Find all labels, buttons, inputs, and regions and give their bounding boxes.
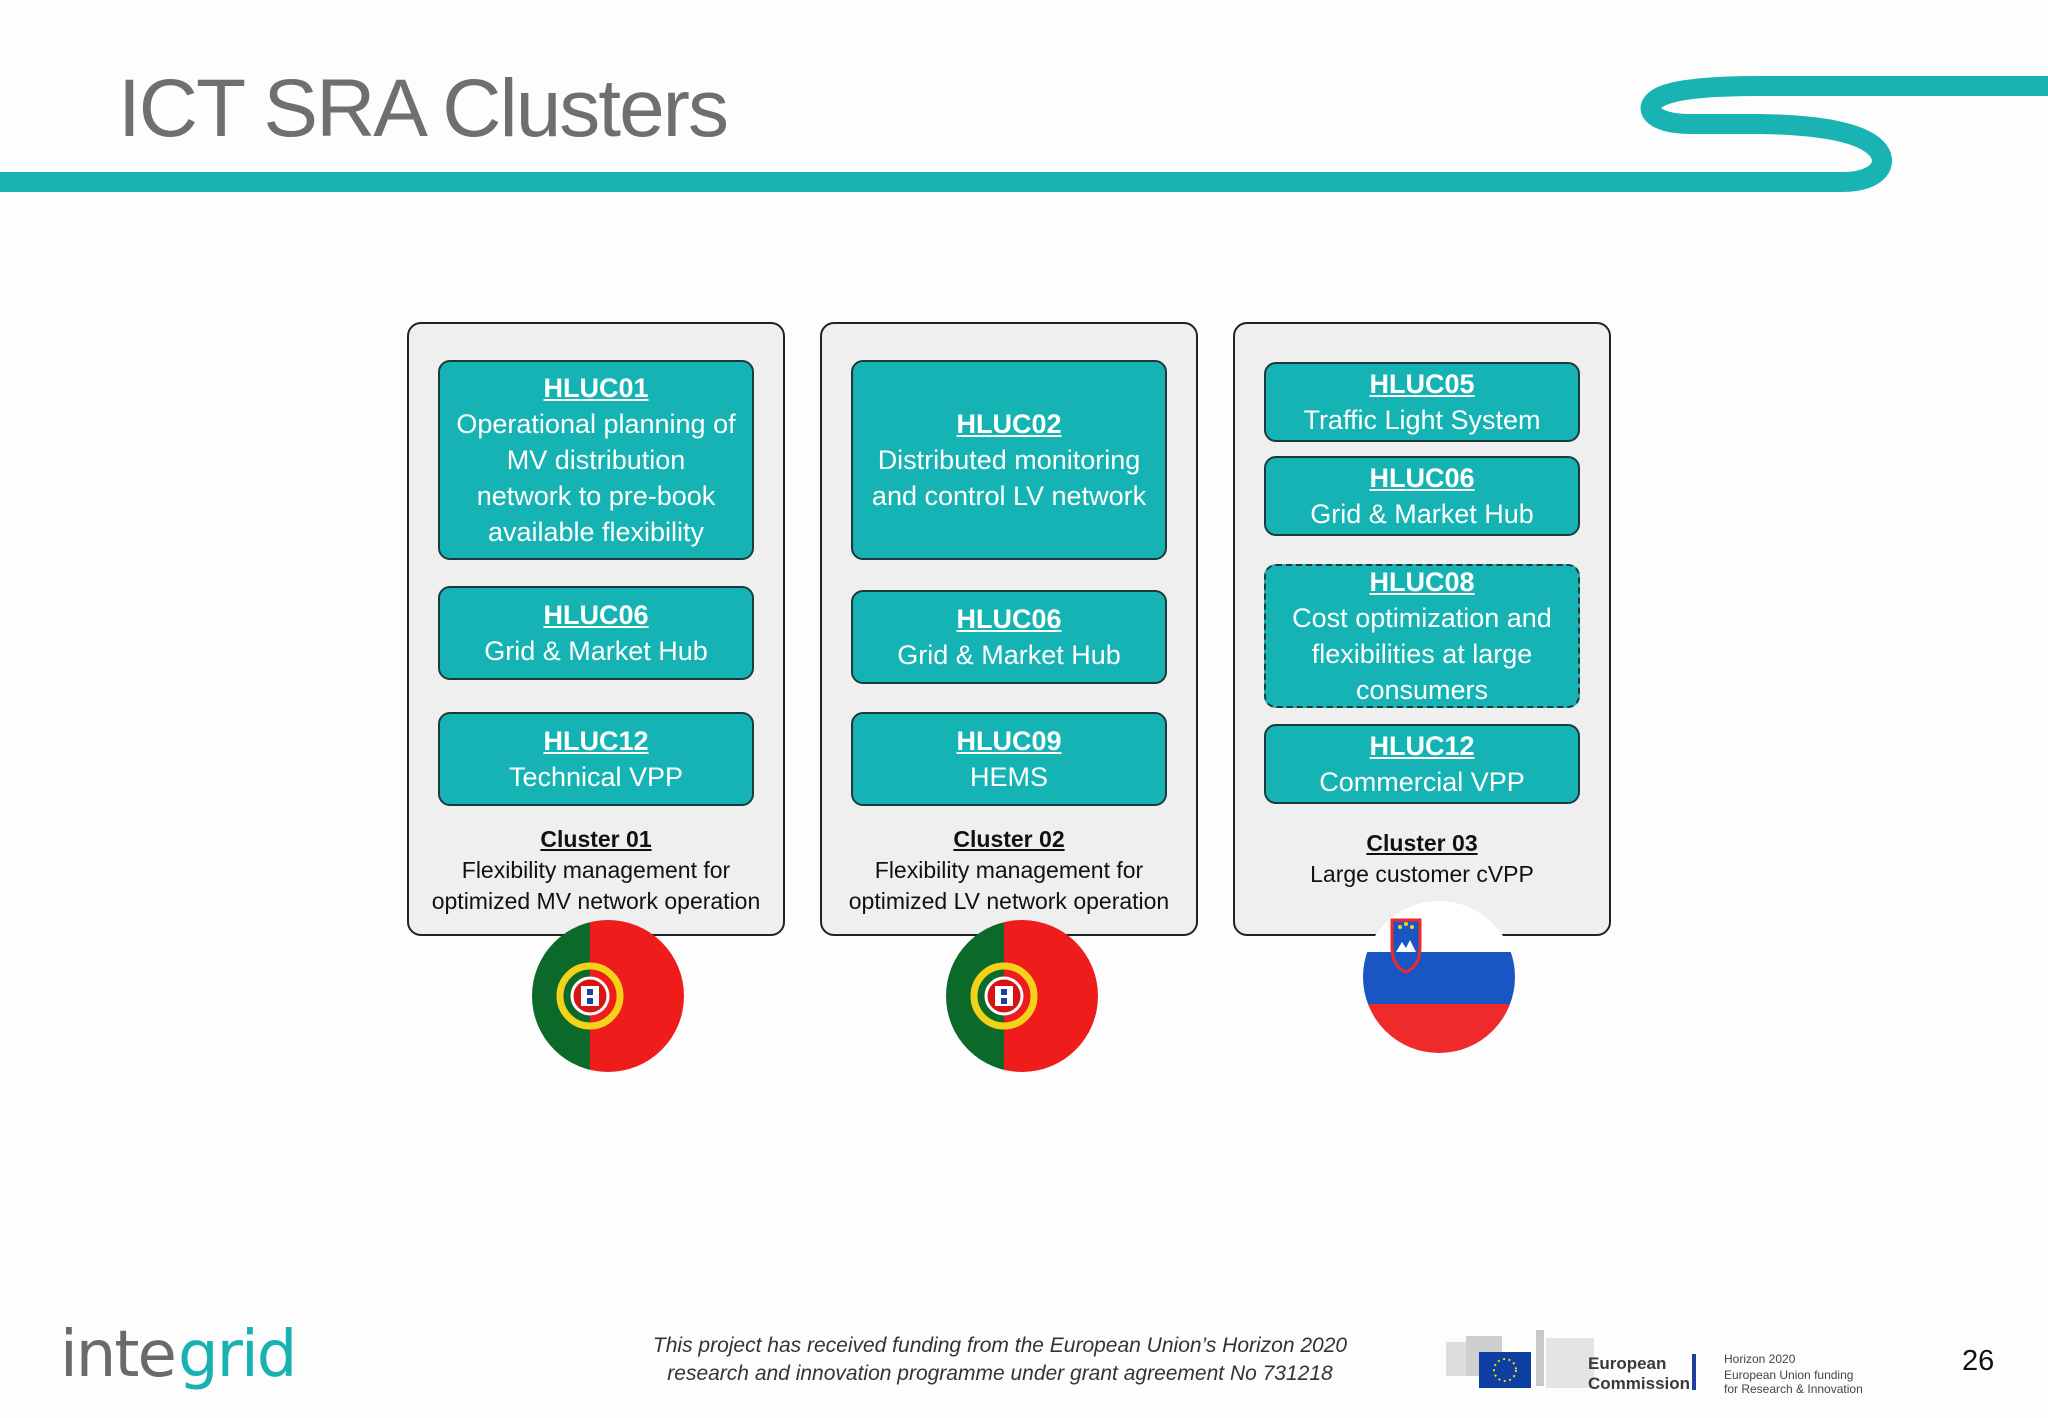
hluc06-box: HLUC06 Grid & Market Hub [438,586,754,680]
cluster-description: optimized MV network operation [431,888,761,914]
use-case-desc: Grid & Market Hub [1310,499,1534,529]
use-case-desc: flexibilities at large [1311,639,1533,669]
use-case-desc: Grid & Market Hub [484,636,708,666]
cluster-02-info: Cluster 02 Flexibility management for op… [822,824,1196,917]
funding-statement: This project has received funding from t… [460,1332,1540,1388]
use-case-code: HLUC12 [1369,731,1475,761]
cluster-description: Flexibility management for [461,857,731,883]
portugal-flag-icon [532,920,684,1072]
use-case-desc: consumers [1355,675,1489,705]
svg-text:inte: inte [60,1318,175,1392]
hluc01-box: HLUC01 Operational planning of MV distri… [438,360,754,560]
use-case-desc: HEMS [969,762,1048,792]
use-case-code: HLUC01 [543,373,649,403]
use-case-code: HLUC08 [1369,567,1475,597]
use-case-desc: network to pre-book [476,481,716,511]
cluster-name: Cluster 02 [953,826,1065,852]
use-case-desc: Cost optimization and [1292,603,1552,633]
ec-text-1: European [1588,1354,1666,1373]
hluc06-box: HLUC06 Grid & Market Hub [1264,456,1580,536]
use-case-desc: Commercial VPP [1319,767,1525,797]
integrid-logo: inte grid [60,1318,297,1392]
hluc08-box: HLUC08 Cost optimization and flexibiliti… [1264,564,1580,708]
hluc02-box: HLUC02 Distributed monitoring and contro… [851,360,1167,560]
use-case-desc: Traffic Light System [1303,405,1541,435]
cluster-description: Flexibility management for [874,857,1144,883]
use-case-code: HLUC06 [1369,463,1475,493]
cluster-description: optimized LV network operation [848,888,1170,914]
horizon-text-2: European Union funding [1724,1368,1853,1382]
use-case-desc: available flexibility [487,517,705,547]
use-case-code: HLUC02 [956,409,1062,439]
european-commission-logo: European Commission Horizon 2020 Europea… [1446,1330,1863,1396]
use-case-code: HLUC06 [956,604,1062,634]
cluster-02-panel: HLUC02 Distributed monitoring and contro… [820,322,1198,936]
ec-text-2: Commission [1588,1374,1690,1393]
header-swoosh [0,76,2048,192]
cluster-03-info: Cluster 03 Large customer cVPP [1235,828,1609,890]
horizon-text-1: Horizon 2020 [1724,1352,1796,1366]
use-case-desc: MV distribution [506,445,686,475]
use-case-desc: Operational planning of [456,409,736,439]
use-case-code: HLUC05 [1369,369,1475,399]
use-case-code: HLUC06 [543,600,649,630]
hluc05-box: HLUC05 Traffic Light System [1264,362,1580,442]
hluc12-box: HLUC12 Technical VPP [438,712,754,806]
use-case-desc: and control LV network [871,481,1147,511]
use-case-desc: Grid & Market Hub [897,640,1121,670]
horizon-text-3: for Research & Innovation [1724,1382,1863,1396]
cluster-name: Cluster 03 [1366,830,1478,856]
page-number: 26 [1962,1345,1995,1377]
hluc12-box: HLUC12 Commercial VPP [1264,724,1580,804]
cluster-description: Large customer cVPP [1310,861,1534,887]
cluster-01-info: Cluster 01 Flexibility management for op… [409,824,783,917]
cluster-01-panel: HLUC01 Operational planning of MV distri… [407,322,785,936]
svg-text:grid: grid [178,1318,295,1392]
slovenia-flag-icon [1363,901,1515,1053]
funding-line: This project has received funding from t… [652,1334,1348,1357]
use-case-code: HLUC12 [543,726,649,756]
slide-title: ICT SRA Clusters [118,63,729,154]
portugal-flag-icon [946,920,1098,1072]
hluc06-box: HLUC06 Grid & Market Hub [851,590,1167,684]
use-case-code: HLUC09 [956,726,1062,756]
use-case-desc: Distributed monitoring [877,445,1141,475]
cluster-03-panel: HLUC05 Traffic Light System HLUC06 Grid … [1233,322,1611,936]
funding-line: research and innovation programme under … [667,1362,1333,1385]
cluster-name: Cluster 01 [540,826,652,852]
use-case-desc: Technical VPP [508,762,684,792]
hluc09-box: HLUC09 HEMS [851,712,1167,806]
